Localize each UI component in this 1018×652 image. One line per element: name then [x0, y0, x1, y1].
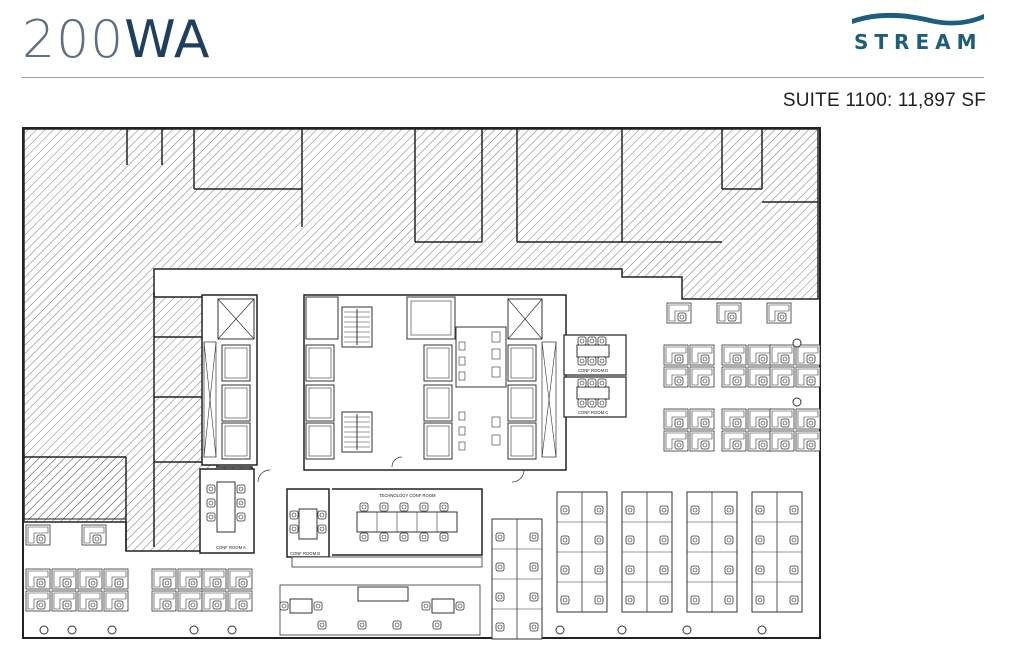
elevator-bank-left	[201, 294, 258, 466]
suite-label: SUITE 1100: 11,897 SF	[782, 90, 986, 111]
conf-room-a: CONF ROOM A	[199, 468, 255, 554]
conf-room-b-label: CONF ROOM B	[290, 551, 320, 556]
lounge-area	[279, 584, 481, 636]
core-center	[303, 294, 567, 471]
counter	[291, 556, 483, 568]
conf-room-c: CONF ROOM C	[563, 376, 627, 418]
floor-plan: CONF ROOM D CONF ROOM C CONF ROOM A CONF…	[22, 127, 822, 640]
conf-room-d: CONF ROOM D	[563, 334, 627, 376]
logo-wordmark: STREAM	[854, 30, 983, 54]
header-divider	[22, 77, 984, 78]
conf-room-c-label: CONF ROOM C	[578, 410, 608, 415]
tenant-walls	[24, 129, 818, 551]
building-title-number: 200	[22, 10, 125, 70]
door-swings	[257, 456, 525, 483]
wave-icon	[852, 12, 984, 26]
technology-conf-room: TECHNOLOGY CONF ROOM	[332, 488, 483, 556]
perimeter-seating	[39, 338, 802, 635]
conf-room-b: CONF ROOM B	[286, 488, 330, 558]
building-title-letters: WA	[124, 10, 211, 70]
technology-conf-room-label: TECHNOLOGY CONF ROOM	[379, 493, 436, 498]
floor-plan-drawing: CONF ROOM D CONF ROOM C CONF ROOM A CONF…	[22, 127, 821, 640]
conf-room-d-label: CONF ROOM D	[578, 368, 608, 373]
conf-room-a-label: CONF ROOM A	[216, 545, 246, 550]
stream-logo: STREAM	[850, 10, 986, 56]
